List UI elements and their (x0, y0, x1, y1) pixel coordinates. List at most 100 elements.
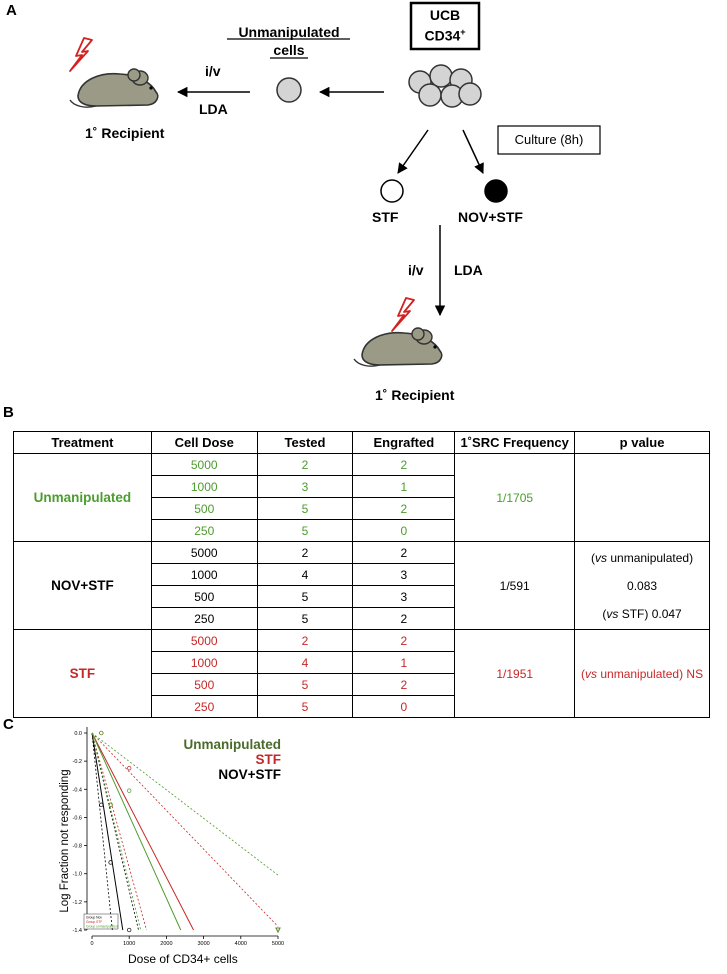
stf-label: STF (372, 209, 399, 225)
pvalue-novstf: (vs unmanipulated) 0.083 (vs STF) 0.047 (574, 541, 710, 630)
table-header-row: Treatment Cell Dose Tested Engrafted 1˚S… (13, 431, 710, 454)
data-point (99, 730, 104, 736)
cell-dose: 500 (150, 497, 258, 520)
header-engrafted: Engrafted (352, 431, 456, 454)
cell-dose: 500 (150, 585, 258, 608)
data-point (108, 860, 113, 865)
engrafted: 2 (352, 497, 456, 520)
panel-c-letter: C (3, 716, 14, 733)
tested: 5 (256, 695, 354, 718)
culture-box (497, 125, 601, 155)
tested: 5 (256, 519, 354, 542)
fit-line-nov-stf (91, 732, 124, 931)
tested: 2 (256, 629, 354, 652)
cell-dose: 250 (150, 519, 258, 542)
frequency-unmanipulated: 1/1705 (454, 453, 576, 542)
x-tick-label: 4000 (235, 941, 247, 947)
mouse-icon-top (69, 68, 159, 108)
tested: 2 (256, 453, 354, 476)
tested: 2 (256, 541, 354, 564)
inner-legend-box (83, 913, 119, 930)
engrafted: 2 (352, 629, 456, 652)
unmanipulated-cell (276, 77, 302, 103)
tested: 3 (256, 475, 354, 498)
tested: 5 (256, 673, 354, 696)
culture-label: Culture (8h) (514, 132, 584, 147)
data-point (99, 730, 104, 736)
inner-legend-entry: Group Nov (86, 916, 102, 920)
y-tick-label: -0.8 (73, 844, 82, 850)
lightning-icon-bottom (391, 297, 415, 332)
y-tick-label: -0.4 (73, 787, 82, 793)
y-tick-label: -1.2 (73, 900, 82, 906)
data-point (108, 802, 113, 807)
panel-b-letter: B (3, 404, 14, 421)
y-tick-label: 0.0 (74, 731, 82, 737)
treatment-novstf: NOV+STF (13, 541, 152, 630)
header-treatment: Treatment (13, 431, 152, 454)
frequency-stf: 1/1951 (454, 629, 576, 718)
tested: 5 (256, 607, 354, 630)
lda-label-top: LDA (199, 101, 228, 117)
frequency-novstf: 1/591 (454, 541, 576, 630)
data-point-triangle (275, 927, 281, 933)
table-row: 250 5 0 (14, 519, 710, 542)
header-tested: Tested (256, 431, 354, 454)
iv-label-bottom: i/v (408, 262, 424, 278)
pvalue-unmanipulated (574, 453, 710, 542)
inner-legend-entry: Group unmanipulated (86, 925, 118, 929)
table-row: 250 5 2 (14, 607, 710, 630)
chart-ylabel: Log Fraction not responding (59, 769, 71, 913)
novstf-cell (484, 179, 508, 203)
tested: 4 (256, 563, 354, 586)
table-row: 1000 4 1 (14, 651, 710, 674)
table-row: STF 5000 2 2 1/1951 (vs unmanipulated) N… (13, 629, 710, 718)
treatment-unmanipulated: Unmanipulated (13, 453, 152, 542)
fit-line-stf (91, 732, 194, 931)
table-row: 500 5 2 (14, 497, 710, 520)
panel-a-letter: A (6, 2, 17, 19)
engrafted: 1 (352, 475, 456, 498)
mouse-icon-bottom (353, 327, 443, 367)
engrafted: 3 (352, 585, 456, 608)
y-tick-label: -0.2 (73, 759, 82, 765)
recipient-label-top: 1˚ Recipient (85, 125, 165, 141)
ci-line-upper (91, 732, 142, 931)
table-row: 1000 4 3 (14, 563, 710, 586)
tested: 5 (256, 497, 354, 520)
table-row: NOV+STF 5000 2 2 1/591 (vs unmanipulated… (13, 541, 710, 630)
data-point (127, 927, 132, 933)
cell-dose: 500 (150, 673, 258, 696)
header-cell-dose: Cell Dose (150, 431, 258, 454)
legend-stf: STF (255, 752, 282, 767)
iv-label-top: i/v (205, 63, 221, 79)
unmanipulated-cells-label: Unmanipulated cells (238, 24, 340, 58)
ci-line-lower (91, 732, 139, 931)
engrafted: 2 (352, 541, 456, 564)
cell-dose: 5000 (150, 629, 258, 652)
y-tick-label: -0.6 (73, 815, 82, 821)
cell-dose: 5000 (150, 453, 258, 476)
y-tick-label: -1.4 (73, 928, 82, 934)
data-point (127, 788, 132, 793)
cell-dose: 1000 (150, 475, 258, 498)
engrafted: 2 (352, 673, 456, 696)
x-tick-label: 1000 (123, 941, 135, 947)
data-point-triangle (275, 927, 281, 933)
data-point (108, 802, 113, 807)
header-src-frequency: 1˚SRC Frequency (454, 431, 576, 454)
x-tick-label: 2000 (160, 941, 172, 947)
x-tick-label: 0 (90, 941, 93, 947)
tested: 5 (256, 585, 354, 608)
pvalue-novstf-vs-unmanipulated: (vs unmanipulated) 0.083 (591, 550, 694, 593)
cell-dose: 1000 (150, 651, 258, 674)
novstf-label: NOV+STF (458, 209, 523, 225)
x-tick-label: 3000 (197, 941, 209, 947)
inner-legend-entry: Group STF (86, 920, 102, 924)
engrafted: 0 (352, 519, 456, 542)
recipient-label-bottom: 1˚ Recipient (375, 387, 455, 403)
x-tick-label: 5000 (272, 941, 284, 947)
table-row: Unmanipulated 5000 2 2 1/1705 (13, 453, 710, 542)
data-point (99, 802, 104, 807)
engrafted: 1 (352, 651, 456, 674)
